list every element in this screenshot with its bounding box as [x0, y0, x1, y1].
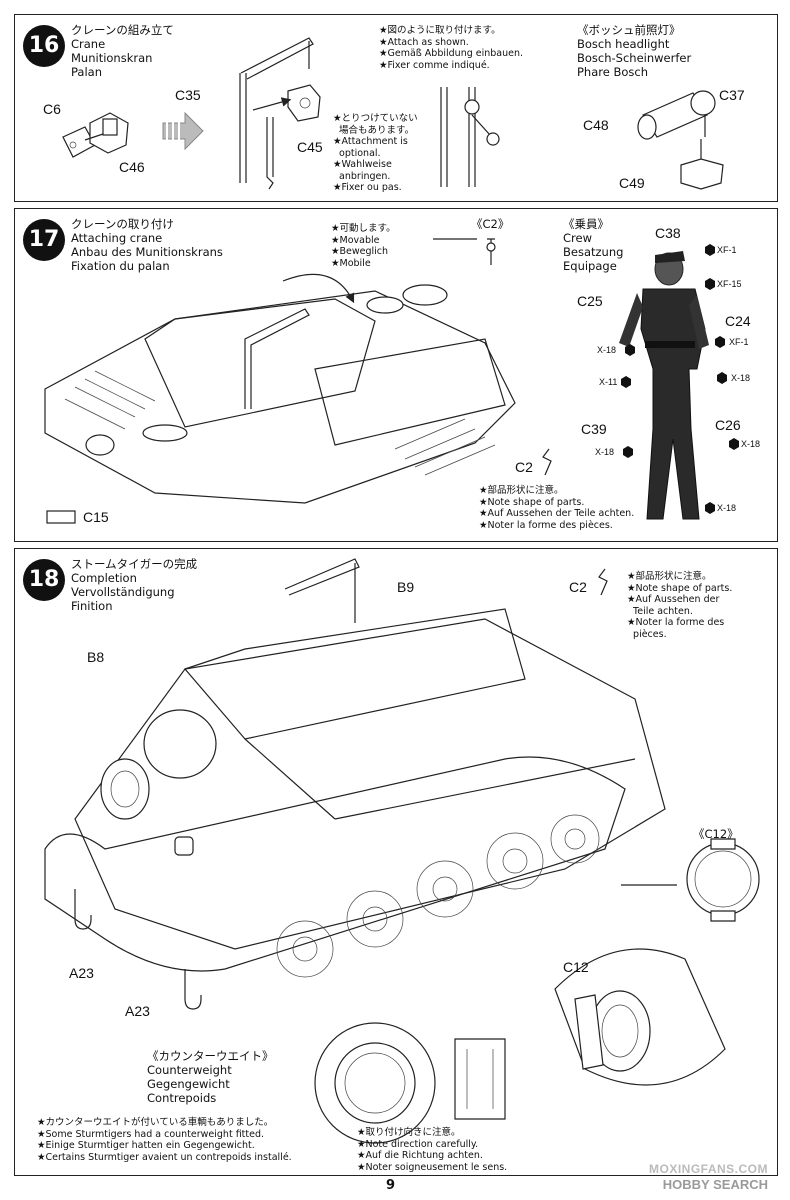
bosch-title-en: Bosch headlight	[577, 37, 670, 51]
paint-label: X-18	[731, 373, 751, 383]
step-17-title-fr: Fixation du palan	[71, 259, 170, 273]
step-17-title-de: Anbau des Munitionskrans	[71, 245, 223, 259]
bosch-title-fr: Phare Bosch	[577, 65, 649, 79]
part-c35-label: C35	[175, 87, 201, 103]
paint-label: X-18	[595, 447, 615, 457]
paint-label: X-11	[599, 377, 618, 387]
counterweight-title: 《カウンターウエイト》 Counterweight Gegengewicht C…	[147, 1049, 274, 1105]
step-18-title-fr: Finition	[71, 599, 113, 613]
bosch-headlight-title: 《ボッシュ前照灯》 Bosch headlight Bosch-Scheinwe…	[577, 23, 691, 79]
step-16-title-fr: Palan	[71, 65, 102, 79]
step-16-title-jp: クレーンの組み立て	[71, 23, 174, 37]
step-16-panel: 16 クレーンの組み立て Crane Munitionskran Palan C…	[14, 14, 778, 202]
part-c49-label: C49	[619, 175, 645, 191]
watermark-site: MOXINGFANS.COM	[648, 1162, 768, 1176]
part-c15-label: C15	[83, 509, 109, 525]
step-17-title-jp: クレーンの取り付け	[71, 217, 174, 231]
step-18-title-en: Completion	[71, 571, 137, 585]
step-18-number: 18	[23, 559, 65, 601]
paint-label: X-18	[597, 345, 617, 355]
movable-note: ★可動します。 ★Movable ★Beweglich ★Mobile	[331, 223, 396, 269]
part-c48-label: C48	[583, 117, 609, 133]
part-c12-label: C12	[563, 959, 589, 975]
attach-as-shown-note: ★図のように取り付けます。 ★Attach as shown. ★Gemäß A…	[379, 25, 524, 71]
part-a23-label: A23	[125, 1003, 150, 1019]
crew-title-jp: 《乗員》	[563, 217, 609, 231]
watermark-hobby-search: HOBBY SEARCH	[662, 1177, 768, 1192]
paint-label: X-18	[717, 503, 737, 513]
part-c24-label: C24	[725, 313, 751, 329]
note-shape-of-parts: ★部品形状に注意。 ★Note shape of parts. ★Auf Aus…	[479, 485, 635, 531]
counterweight-note: ★カウンターウエイトが付いている車輌もありました。 ★Some Sturmtig…	[37, 1117, 292, 1163]
part-c46-label: C46	[119, 159, 145, 175]
step-17-title-en: Attaching crane	[71, 231, 163, 245]
direction-note: ★取り付け向きに注意。 ★Note direction carefully. ★…	[357, 1127, 508, 1173]
counterweight-title-de: Gegengewicht	[147, 1077, 230, 1091]
part-c25-label: C25	[577, 293, 603, 309]
counterweight-title-jp: 《カウンターウエイト》	[147, 1049, 274, 1063]
step-16-drawing	[62, 37, 724, 190]
step-16-title-de: Munitionskran	[71, 51, 153, 65]
page-number: 9	[386, 1178, 396, 1193]
bosch-title-de: Bosch-Scheinwerfer	[577, 51, 692, 65]
step-17-title: クレーンの取り付け Attaching crane Anbau des Muni…	[71, 217, 223, 273]
step-17-drawing	[44, 238, 739, 524]
part-c2-label: C2	[569, 579, 587, 595]
counterweight-title-en: Counterweight	[147, 1063, 232, 1077]
part-c26-label: C26	[715, 417, 741, 433]
part-a23-label: A23	[69, 965, 94, 981]
c12-callout-title: 《C12》	[693, 827, 739, 841]
assembly-arrow-icon	[162, 111, 204, 151]
counterweight-title-fr: Contrepoids	[147, 1091, 217, 1105]
step-16-number: 16	[23, 25, 65, 67]
paint-label: XF-1	[729, 337, 749, 347]
step-18-title-jp: ストームタイガーの完成	[71, 557, 198, 571]
crew-figure	[619, 251, 709, 520]
part-b9-label: B9	[397, 579, 415, 595]
step-17-number: 17	[23, 219, 65, 261]
paint-label: XF-15	[717, 279, 742, 289]
step-16-title-en: Crane	[71, 37, 106, 51]
step-16-title: クレーンの組み立て Crane Munitionskran Palan	[71, 23, 174, 79]
crew-title-en: Crew	[563, 231, 592, 245]
part-c37-label: C37	[719, 87, 745, 103]
crew-title: 《乗員》 Crew Besatzung Equipage	[563, 217, 623, 273]
part-c6-label: C6	[43, 101, 61, 117]
bosch-title-jp: 《ボッシュ前照灯》	[577, 23, 681, 37]
step-18-panel: 18 ストームタイガーの完成 Completion Vervollständig…	[14, 548, 778, 1176]
attachment-optional-note: ★とりつけていない 場合もあります。 ★Attachment is option…	[333, 113, 418, 193]
part-c39-label: C39	[581, 421, 607, 437]
step-18-drawing	[44, 558, 760, 1144]
paint-label: XF-1	[717, 245, 737, 255]
crew-title-fr: Equipage	[563, 259, 617, 273]
part-b8-label: B8	[87, 649, 105, 665]
step-18-title: ストームタイガーの完成 Completion Vervollständigung…	[71, 557, 197, 613]
part-c38-label: C38	[655, 225, 681, 241]
step-17-panel: 17 クレーンの取り付け Attaching crane Anbau des M…	[14, 208, 778, 542]
step-18-title-de: Vervollständigung	[71, 585, 175, 599]
paint-label: X-18	[741, 439, 761, 449]
note-shape-of-parts: ★部品形状に注意。 ★Note shape of parts. ★Auf Aus…	[627, 571, 733, 640]
part-c45-label: C45	[297, 139, 323, 155]
crew-title-de: Besatzung	[563, 245, 624, 259]
part-c2-label: C2	[515, 459, 533, 475]
c2-callout-title: 《C2》	[471, 217, 510, 231]
